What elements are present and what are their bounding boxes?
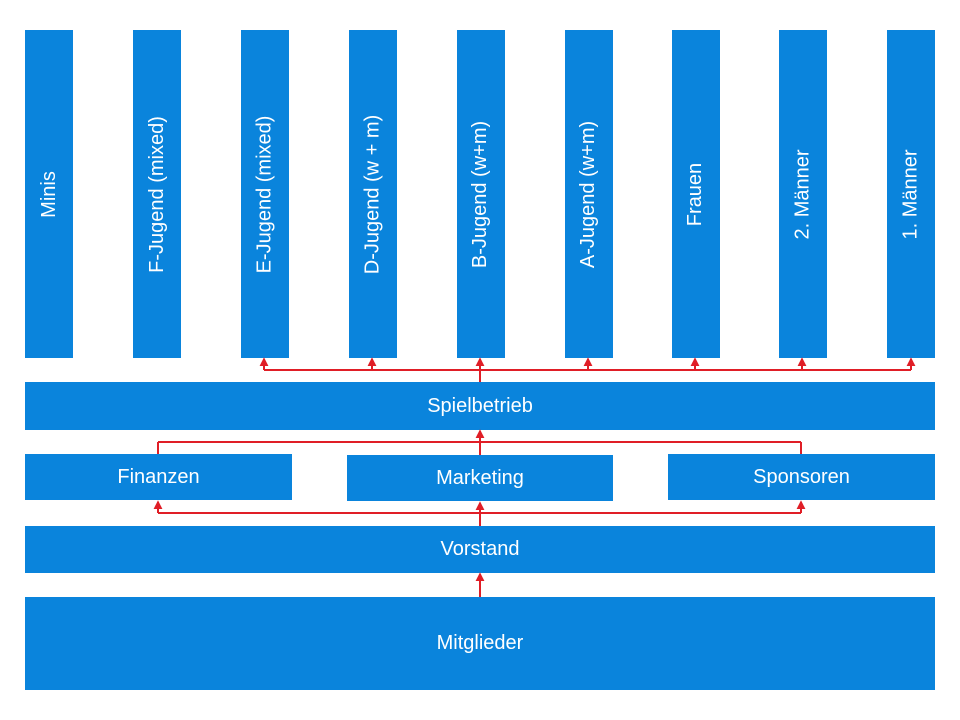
team-label-frauen: Frauen [684,162,707,226]
department-box-sponsoren: Sponsoren [668,454,935,500]
department-box-finanzen: Finanzen [25,454,292,500]
department-box-marketing: Marketing [347,455,613,501]
team-box-e-jugend: E-Jugend (mixed) [241,30,289,358]
team-label-e-jugend: E-Jugend (mixed) [253,115,276,273]
team-box-2-maenner: 2. Männer [779,30,827,358]
mitglieder-box: Mitglieder [25,597,935,690]
spielbetrieb-label: Spielbetrieb [427,394,533,417]
team-box-frauen: Frauen [672,30,720,358]
team-box-b-jugend: B-Jugend (w+m) [457,30,505,358]
team-box-1-maenner: 1. Männer [887,30,935,358]
team-label-1-maenner: 1. Männer [899,148,922,240]
team-label-2-maenner: 2. Männer [791,148,814,240]
team-label-a-jugend: A-Jugend (w+m) [577,120,600,268]
department-label-sponsoren: Sponsoren [753,465,850,488]
team-box-a-jugend: A-Jugend (w+m) [565,30,613,358]
spielbetrieb-box: Spielbetrieb [25,382,935,430]
team-label-d-jugend: D-Jugend (w + m) [361,114,384,274]
team-label-minis: Minis [37,170,60,218]
department-label-finanzen: Finanzen [117,465,200,488]
team-box-d-jugend: D-Jugend (w + m) [349,30,397,358]
team-box-f-jugend: F-Jugend (mixed) [133,30,181,358]
mitglieder-label: Mitglieder [436,632,524,654]
department-label-marketing: Marketing [436,466,524,489]
vorstand-box: Vorstand [25,526,935,573]
team-box-minis: Minis [25,30,73,358]
team-label-b-jugend: B-Jugend (w+m) [469,120,492,268]
vorstand-label: Vorstand [440,538,520,560]
team-label-f-jugend: F-Jugend (mixed) [145,115,168,273]
